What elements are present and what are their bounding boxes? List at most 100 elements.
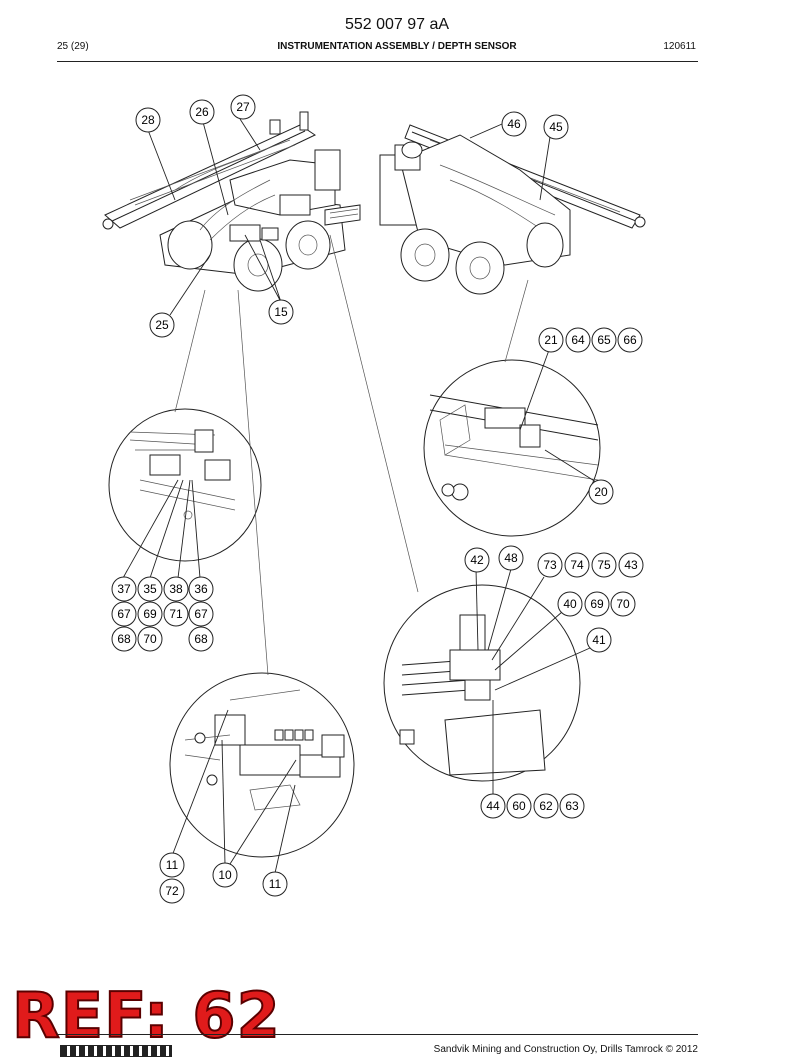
callout-20: 20 bbox=[588, 479, 614, 505]
svg-text:26: 26 bbox=[195, 105, 209, 119]
svg-text:36: 36 bbox=[194, 582, 208, 596]
detail-circle-hose-junction bbox=[108, 408, 262, 562]
svg-text:62: 62 bbox=[539, 799, 553, 813]
callout-42: 42 bbox=[464, 547, 490, 573]
svg-text:73: 73 bbox=[543, 558, 557, 572]
svg-text:64: 64 bbox=[571, 333, 585, 347]
callout-68-right: 68 bbox=[188, 626, 214, 652]
detail-circle-depth-sensor-beam bbox=[423, 359, 601, 537]
svg-text:27: 27 bbox=[236, 100, 250, 114]
callout-69-feed: 69 bbox=[584, 591, 610, 617]
svg-text:28: 28 bbox=[141, 113, 155, 127]
svg-text:70: 70 bbox=[616, 597, 630, 611]
svg-text:69: 69 bbox=[590, 597, 604, 611]
callout-35: 35 bbox=[137, 576, 163, 602]
svg-text:11: 11 bbox=[166, 858, 179, 872]
svg-text:75: 75 bbox=[597, 558, 611, 572]
svg-text:40: 40 bbox=[563, 597, 577, 611]
callout-74: 74 bbox=[564, 552, 590, 578]
svg-text:37: 37 bbox=[117, 582, 131, 596]
detail-circle-sensor-box bbox=[169, 672, 355, 858]
svg-text:10: 10 bbox=[218, 868, 232, 882]
callout-63: 63 bbox=[559, 793, 585, 819]
terminal-block bbox=[274, 729, 314, 741]
callout-68-left: 68 bbox=[111, 626, 137, 652]
svg-text:44: 44 bbox=[486, 799, 500, 813]
document-title: INSTRUMENTATION ASSEMBLY / DEPTH SENSOR bbox=[277, 41, 517, 52]
ref-stamp: REF: 62 bbox=[11, 979, 281, 1052]
svg-text:60: 60 bbox=[512, 799, 526, 813]
callout-25: 25 bbox=[149, 312, 175, 338]
callout-43: 43 bbox=[618, 552, 644, 578]
callout-67-left: 67 bbox=[111, 601, 137, 627]
svg-text:35: 35 bbox=[143, 582, 157, 596]
callout-65: 65 bbox=[591, 327, 617, 353]
callout-73: 73 bbox=[537, 552, 563, 578]
svg-text:20: 20 bbox=[594, 485, 608, 499]
callout-11-left: 11 bbox=[159, 852, 185, 878]
drill-rig-right-view bbox=[379, 124, 646, 295]
callout-10: 10 bbox=[212, 862, 238, 888]
leader-lines bbox=[122, 118, 597, 874]
callout-38: 38 bbox=[163, 576, 189, 602]
callout-60: 60 bbox=[506, 793, 532, 819]
svg-text:45: 45 bbox=[549, 120, 563, 134]
brand-logo bbox=[60, 1045, 172, 1057]
callout-48: 48 bbox=[498, 545, 524, 571]
svg-text:69: 69 bbox=[143, 607, 157, 621]
svg-text:68: 68 bbox=[117, 632, 131, 646]
callout-26: 26 bbox=[189, 99, 215, 125]
callout-15: 15 bbox=[268, 299, 294, 325]
callout-44: 44 bbox=[480, 793, 506, 819]
svg-text:74: 74 bbox=[570, 558, 584, 572]
svg-text:68: 68 bbox=[194, 632, 208, 646]
svg-text:41: 41 bbox=[592, 633, 606, 647]
header-rule bbox=[57, 61, 698, 62]
callout-69-left: 69 bbox=[137, 601, 163, 627]
svg-text:38: 38 bbox=[169, 582, 183, 596]
document-date: 120611 bbox=[663, 41, 696, 52]
callout-28: 28 bbox=[135, 107, 161, 133]
drill-rig-left-view bbox=[102, 111, 361, 292]
callout-70-left: 70 bbox=[137, 626, 163, 652]
callout-36: 36 bbox=[188, 576, 214, 602]
svg-text:71: 71 bbox=[169, 607, 183, 621]
callout-62: 62 bbox=[533, 793, 559, 819]
svg-text:21: 21 bbox=[544, 333, 558, 347]
callout-70-feed: 70 bbox=[610, 591, 636, 617]
callout-66: 66 bbox=[617, 327, 643, 353]
callout-64: 64 bbox=[565, 327, 591, 353]
page-number: 25 (29) bbox=[57, 41, 89, 52]
callout-71: 71 bbox=[163, 601, 189, 627]
callout-67-right: 67 bbox=[188, 601, 214, 627]
callout-41: 41 bbox=[586, 627, 612, 653]
svg-text:42: 42 bbox=[470, 553, 484, 567]
callout-21: 21 bbox=[538, 327, 564, 353]
svg-text:67: 67 bbox=[194, 607, 208, 621]
projection-lines bbox=[174, 234, 529, 676]
svg-text:65: 65 bbox=[597, 333, 611, 347]
callout-37: 37 bbox=[111, 576, 137, 602]
svg-text:43: 43 bbox=[624, 558, 638, 572]
svg-text:11: 11 bbox=[269, 877, 282, 891]
callout-72: 72 bbox=[159, 878, 185, 904]
svg-text:63: 63 bbox=[565, 799, 579, 813]
svg-text:15: 15 bbox=[274, 305, 288, 319]
svg-text:25: 25 bbox=[155, 318, 169, 332]
callout-11-right: 11 bbox=[262, 871, 288, 897]
svg-text:67: 67 bbox=[117, 607, 131, 621]
callout-40: 40 bbox=[557, 591, 583, 617]
footer-rule bbox=[57, 1034, 698, 1035]
svg-text:72: 72 bbox=[165, 884, 179, 898]
footer-copyright: Sandvik Mining and Construction Oy, Dril… bbox=[433, 1044, 698, 1055]
svg-text:66: 66 bbox=[623, 333, 637, 347]
svg-text:48: 48 bbox=[504, 551, 518, 565]
document-number: 552 007 97 aA bbox=[344, 16, 450, 33]
callout-75: 75 bbox=[591, 552, 617, 578]
callout-45: 45 bbox=[543, 114, 569, 140]
callout-46: 46 bbox=[501, 111, 527, 137]
svg-text:46: 46 bbox=[507, 117, 521, 131]
svg-text:70: 70 bbox=[143, 632, 157, 646]
callout-27: 27 bbox=[230, 94, 256, 120]
